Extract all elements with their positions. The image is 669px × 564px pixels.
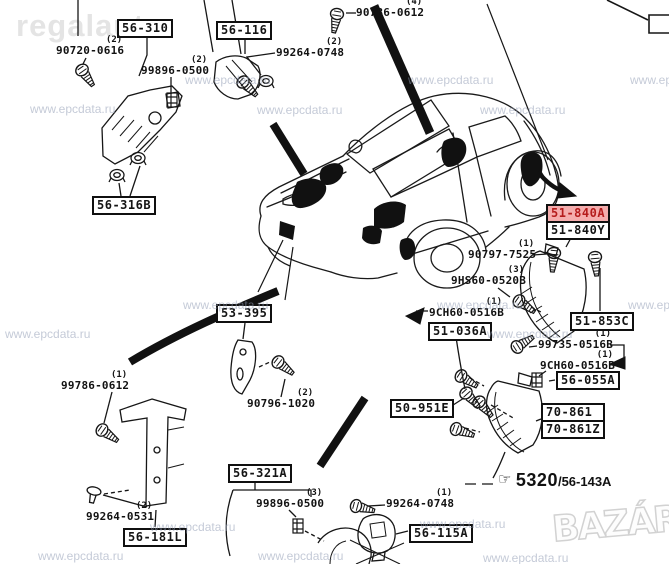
callout-70-861Z[interactable]: 70-861Z <box>543 420 604 437</box>
trim-56-181L <box>102 391 187 528</box>
quantity: (2) <box>296 388 314 398</box>
screw-icon <box>452 366 482 393</box>
quantity: (1) <box>596 350 614 360</box>
screw-icon <box>510 291 539 318</box>
screw-icon <box>268 352 298 380</box>
quantity: (1) <box>110 370 128 380</box>
part-number: 9CH60-0516B <box>429 306 505 319</box>
mud-flap-front <box>497 235 601 344</box>
part-number: 9CH60-0516B <box>540 359 616 372</box>
part-number: 90786-0612 <box>356 6 425 19</box>
quantity: (2) <box>105 35 123 45</box>
quantity: (4) <box>405 0 423 7</box>
callout-56-116[interactable]: 56-116 <box>216 21 273 41</box>
part-number: 99896-0500 <box>141 64 210 77</box>
screw-icon <box>93 420 122 447</box>
part-number: 99264-0531 <box>86 510 155 523</box>
part-label-9CH60-0516B-left[interactable]: (1) 9CH60-0516B <box>429 297 504 319</box>
callout-56-321A[interactable]: 56-321A <box>228 464 293 484</box>
part-label-99264-0748[interactable]: (2) 99264-0748 <box>276 37 344 59</box>
part-number: 90720-0616 <box>56 44 125 57</box>
quantity: (1) <box>435 488 453 498</box>
part-label-90796-1020[interactable]: (2) 90796-1020 <box>247 388 315 410</box>
nut-icon <box>108 168 126 183</box>
callout-70-861[interactable]: 70-861 <box>546 405 593 419</box>
screw-icon <box>508 330 538 357</box>
part-number: 99786-0612 <box>61 379 130 392</box>
protector-part-blobs <box>279 137 543 260</box>
callout-56-181L[interactable]: 56-181L <box>123 528 188 548</box>
part-label-9HS60-0520B[interactable]: (3) 9HS60-0520B <box>451 265 526 287</box>
section-code: /56-143A <box>557 474 612 489</box>
group-56-321A <box>225 480 409 564</box>
callout-56-115A[interactable]: 56-115A <box>409 524 474 544</box>
callout-50-951E[interactable]: 50-951E <box>390 399 455 419</box>
part-label-90720-0616[interactable]: (2) 90720-0616 <box>56 35 124 57</box>
part-label-99264-0748-bottom[interactable]: (1) 99264-0748 <box>386 488 454 510</box>
callout-51-036A[interactable]: 51-036A <box>428 322 493 342</box>
leader-lines-front <box>257 3 549 301</box>
part-label-99786-0612[interactable]: (1) 99786-0612 <box>61 370 129 392</box>
quantity: (2) <box>135 501 153 511</box>
part-number: 99264-0748 <box>276 46 345 59</box>
part-number: 99735-0516B <box>538 338 614 351</box>
fastener-icon <box>587 250 604 278</box>
section-page: 5320 <box>515 470 558 490</box>
quantity: (3) <box>305 488 323 498</box>
part-number: 99264-0748 <box>386 497 455 510</box>
quantity: (2) <box>325 37 343 47</box>
screw-icon <box>72 61 99 90</box>
part-label-9CH60-0516B-right[interactable]: (1) 9CH60-0516B <box>540 350 615 372</box>
bracket-53-395 <box>230 322 286 398</box>
quantity: (2) <box>190 55 208 65</box>
quantity: (1) <box>517 239 535 249</box>
part-label-90797-7525[interactable]: (1) 90797-7525 <box>468 239 536 261</box>
part-number: 90796-1020 <box>247 397 316 410</box>
quantity: (1) <box>485 297 503 307</box>
callout-56-310[interactable]: 56-310 <box>117 19 174 39</box>
nut-icon <box>257 74 275 89</box>
callout-56-055A[interactable]: 56-055A <box>556 371 621 391</box>
part-number: 9HS60-0520B <box>451 274 527 287</box>
pointing-hand-icon: ☞ <box>498 471 512 488</box>
part-label-90786-0612[interactable]: (4) 90786-0612 <box>356 0 424 19</box>
pointer-wedges <box>127 4 626 469</box>
callout-70-861-group[interactable]: 70-861 70-861Z <box>541 403 606 440</box>
group-50-951E <box>416 310 516 420</box>
callout-56-316B[interactable]: 56-316B <box>92 196 157 216</box>
callout-53-395[interactable]: 53-395 <box>216 304 273 324</box>
quantity: (3) <box>507 265 525 275</box>
part-label-99896-0500-bottom[interactable]: (3) 99896-0500 <box>256 488 324 510</box>
clip-icon <box>166 92 178 108</box>
bracket-56-116 <box>203 0 276 100</box>
car-illustration <box>258 92 562 289</box>
part-number: 99896-0500 <box>256 497 325 510</box>
part-number: 90797-7525 <box>468 248 537 261</box>
bolt-icon <box>326 6 346 35</box>
quantity: (1) <box>594 329 612 339</box>
edge-fragment <box>606 0 669 34</box>
callout-51-853C[interactable]: 51-853C <box>570 312 635 332</box>
part-label-99264-0531[interactable]: (2) 99264-0531 <box>86 501 154 523</box>
section-reference[interactable]: ☞ 5320/56-143A <box>498 470 611 491</box>
screw-icon <box>447 420 477 443</box>
nut-icon <box>129 151 147 166</box>
callout-51-840Y[interactable]: 51-840Y <box>546 221 611 241</box>
part-label-99735-0516B[interactable]: (1) 99735-0516B <box>538 329 613 351</box>
fastener-icon <box>545 246 562 274</box>
callout-51-840A-highlighted[interactable]: 51-840A <box>546 204 611 224</box>
part-label-99896-0500[interactable]: (2) 99896-0500 <box>141 55 209 77</box>
clip-icon <box>292 518 304 534</box>
